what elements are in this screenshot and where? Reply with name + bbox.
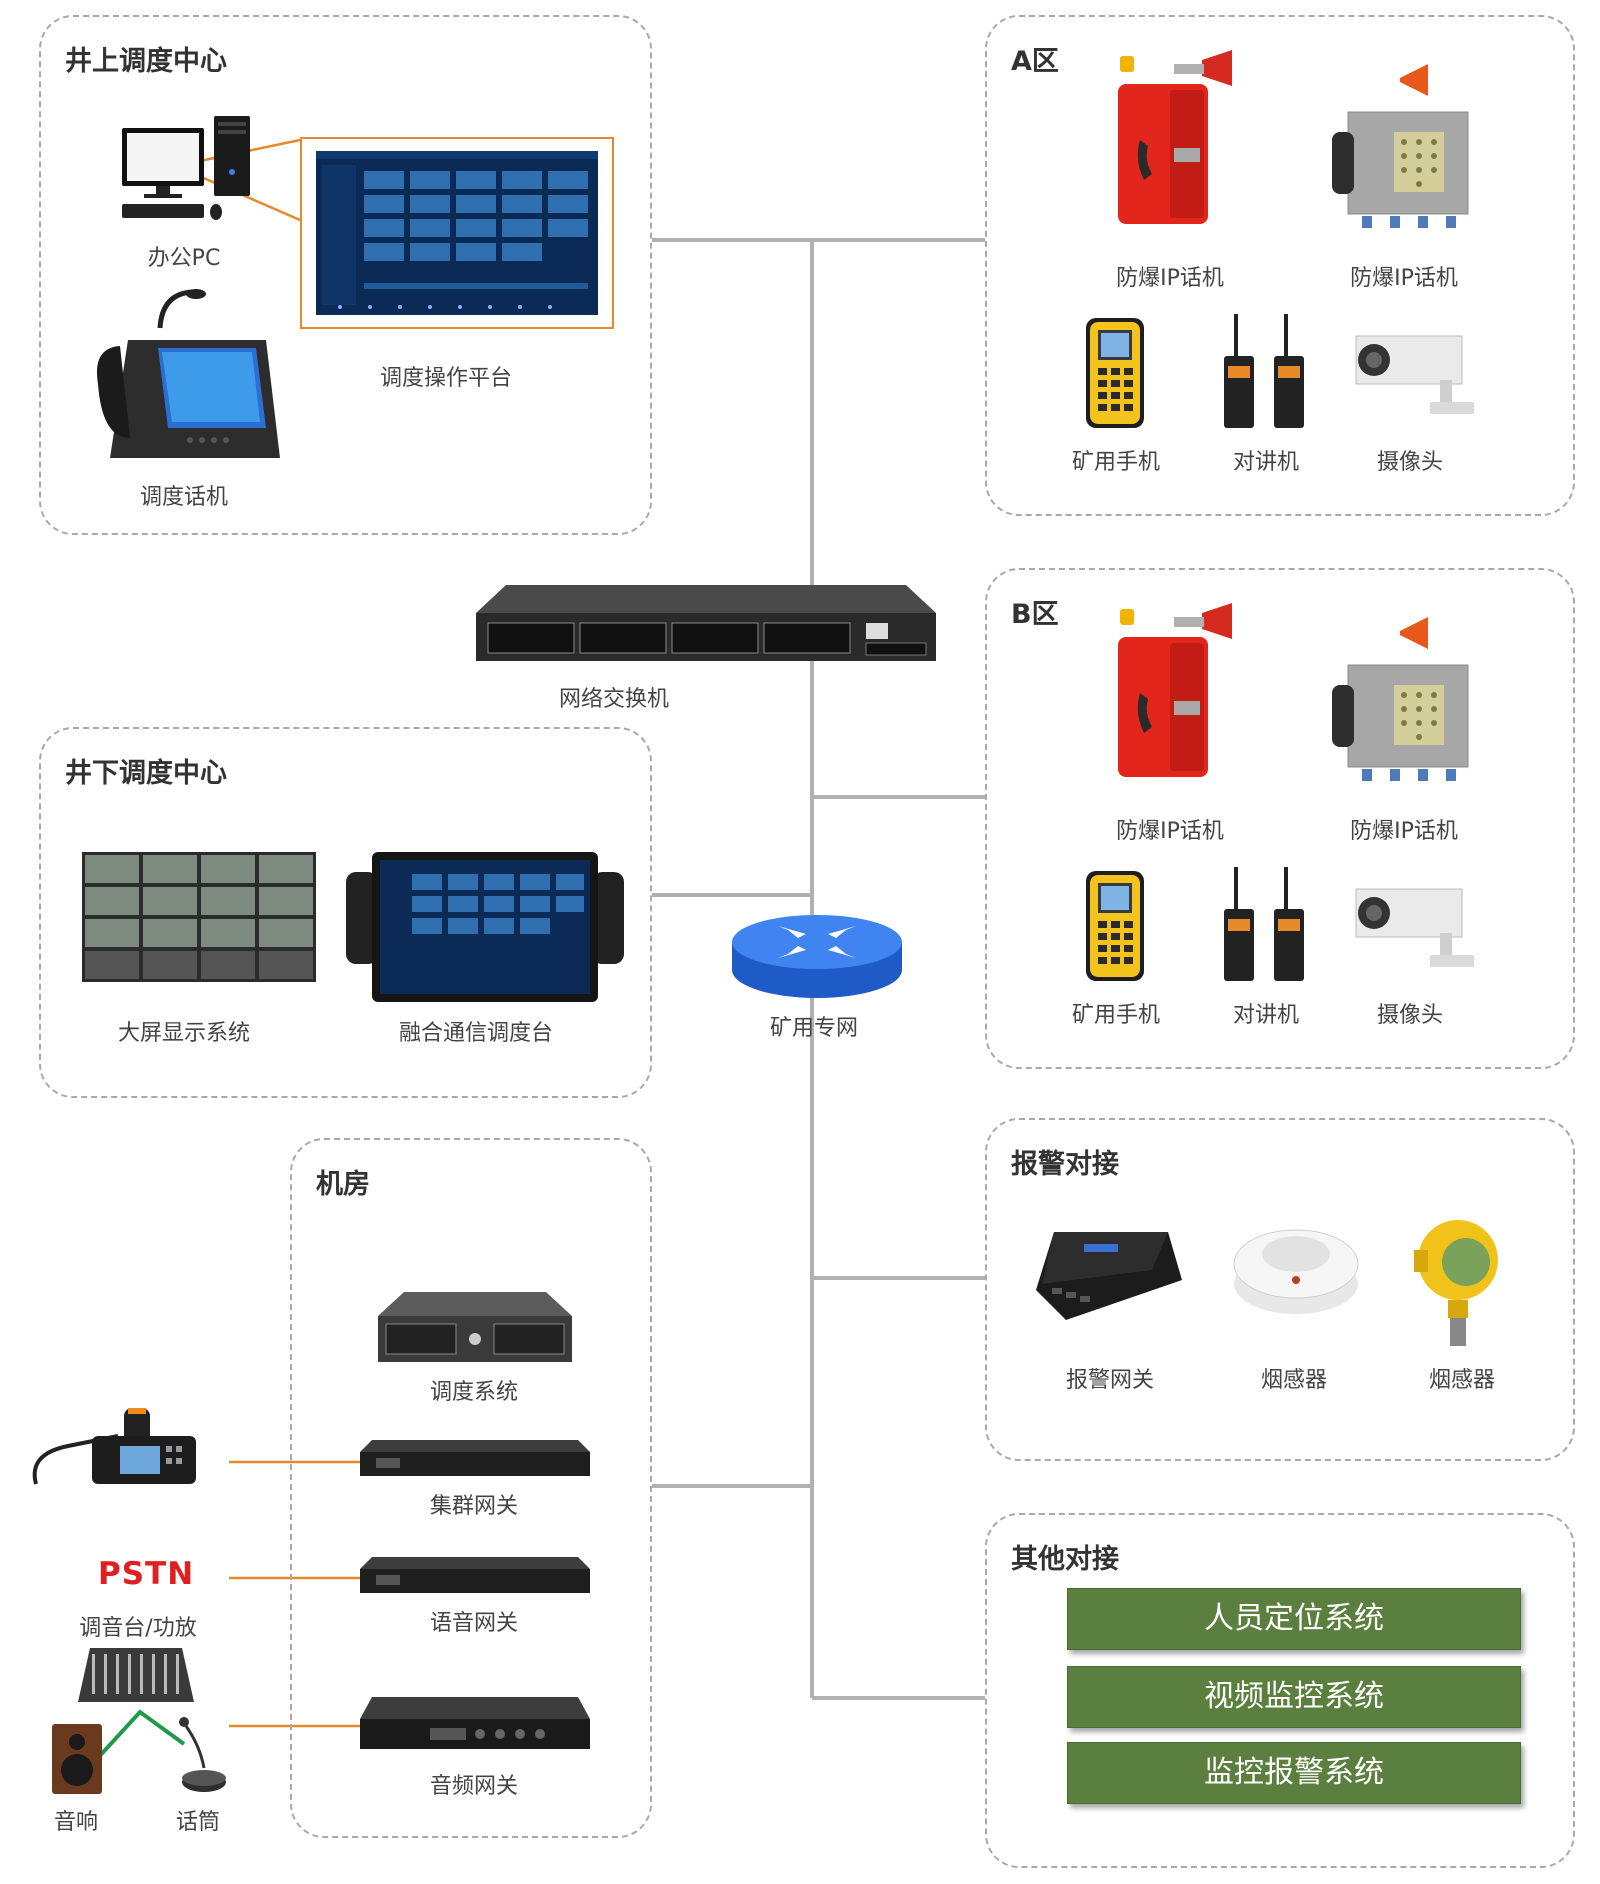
upper-center-title: 井上调度中心 xyxy=(65,46,227,77)
other-integration: 其他对接 人员定位系统 视频监控系统 监控报警系统 xyxy=(985,1513,1575,1868)
zone-a-camera-icon xyxy=(1355,335,1474,414)
vehicle-radio-icon xyxy=(32,1408,196,1485)
smoke-detector-2-icon xyxy=(1414,1220,1498,1346)
mixer-label: 调音台/功放 xyxy=(79,1616,197,1641)
voice-gateway-label: 语音网关 xyxy=(429,1611,519,1636)
trunk-gateway-label: 集群网关 xyxy=(429,1494,519,1519)
audio-gateway-label: 音频网关 xyxy=(429,1774,519,1799)
zone-a-walkie-icon xyxy=(1224,314,1304,428)
zone-a-ip-phone-1-label: 防爆IP话机 xyxy=(1116,266,1224,291)
big-screen-label: 大屏显示系统 xyxy=(117,1021,251,1046)
dispatch-server-icon xyxy=(378,1292,572,1362)
fusion-console-label: 融合通信调度台 xyxy=(398,1021,554,1046)
zone-b-camera-icon xyxy=(1355,888,1474,967)
smoke-detector-2-label: 烟感器 xyxy=(1428,1368,1496,1393)
zone-b-camera-label: 摄像头 xyxy=(1376,1003,1444,1028)
trunk-gateway-icon xyxy=(360,1440,590,1476)
zone-a-handset-icon xyxy=(1086,318,1144,428)
zone-a-camera-label: 摄像头 xyxy=(1376,450,1444,475)
voice-gateway-icon xyxy=(360,1557,590,1593)
lower-dispatch-center: 井下调度中心 xyxy=(39,727,652,1098)
video-surveillance-system: 视频监控系统 xyxy=(1067,1666,1521,1728)
network-switch-label: 网络交换机 xyxy=(558,687,670,712)
audio-gateway-icon xyxy=(360,1697,590,1749)
other-title: 其他对接 xyxy=(1011,1544,1119,1575)
personnel-positioning-system: 人员定位系统 xyxy=(1067,1588,1521,1650)
dispatch-phone-label: 调度话机 xyxy=(139,485,229,510)
router-icon xyxy=(732,915,902,998)
zone-b-handset-label: 矿用手机 xyxy=(1071,1003,1161,1028)
lower-center-title: 井下调度中心 xyxy=(65,758,227,789)
speaker-label: 音响 xyxy=(53,1810,99,1835)
zone-b-handset-icon xyxy=(1086,871,1144,981)
big-screen-icon xyxy=(82,852,316,982)
router-label: 矿用专网 xyxy=(769,1016,859,1041)
mixer-speaker-lines xyxy=(94,1709,186,1762)
machine-room: 机房 xyxy=(290,1138,652,1838)
zone-b-ip-phone-1-label: 防爆IP话机 xyxy=(1116,819,1224,844)
zone-b-walkie-icon xyxy=(1224,867,1304,981)
dispatch-phone-icon xyxy=(96,289,280,458)
zone-a-handset-label: 矿用手机 xyxy=(1071,450,1161,475)
zone-b-title: B区 xyxy=(1011,599,1059,630)
zone-a-title: A区 xyxy=(1011,46,1059,77)
zone-a-ip-phone-1-icon xyxy=(1118,50,1232,224)
zone-a-ip-phone-2-icon xyxy=(1332,64,1469,228)
upper-dispatch-center: 井上调度中心 xyxy=(39,15,652,535)
alarm-gateway-icon xyxy=(1036,1232,1182,1320)
alarm-title: 报警对接 xyxy=(1011,1149,1119,1180)
fusion-console-icon xyxy=(346,852,624,1002)
zone-a: A区 xyxy=(985,15,1575,516)
pstn-label: PSTN xyxy=(98,1556,195,1592)
zone-b-ip-phone-1-icon xyxy=(1118,603,1232,777)
dispatch-system-label: 调度系统 xyxy=(429,1380,519,1405)
smoke-detector-1-icon xyxy=(1233,1229,1359,1314)
alarm-gateway-label: 报警网关 xyxy=(1065,1368,1155,1393)
speaker-icon xyxy=(52,1724,102,1794)
mixer-icon xyxy=(78,1648,194,1702)
zone-b: B区 xyxy=(985,568,1575,1069)
microphone-label: 话筒 xyxy=(175,1810,221,1835)
microphone-icon xyxy=(179,1717,226,1792)
zone-a-walkie-label: 对讲机 xyxy=(1232,450,1300,475)
office-pc-label: 办公PC xyxy=(147,246,221,271)
network-switch-icon xyxy=(476,585,936,661)
office-pc-icon xyxy=(122,116,250,220)
smoke-detector-1-label: 烟感器 xyxy=(1260,1368,1328,1393)
zone-a-ip-phone-2-label: 防爆IP话机 xyxy=(1350,266,1458,291)
zone-b-walkie-label: 对讲机 xyxy=(1232,1003,1300,1028)
dispatch-platform-label: 调度操作平台 xyxy=(379,366,513,391)
zone-b-ip-phone-2-label: 防爆IP话机 xyxy=(1350,819,1458,844)
dispatch-platform-screen xyxy=(300,137,614,329)
machine-room-title: 机房 xyxy=(316,1169,370,1200)
monitoring-alarm-system: 监控报警系统 xyxy=(1067,1742,1521,1804)
zone-b-ip-phone-2-icon xyxy=(1332,617,1469,781)
alarm-integration: 报警对接 xyxy=(985,1118,1575,1461)
